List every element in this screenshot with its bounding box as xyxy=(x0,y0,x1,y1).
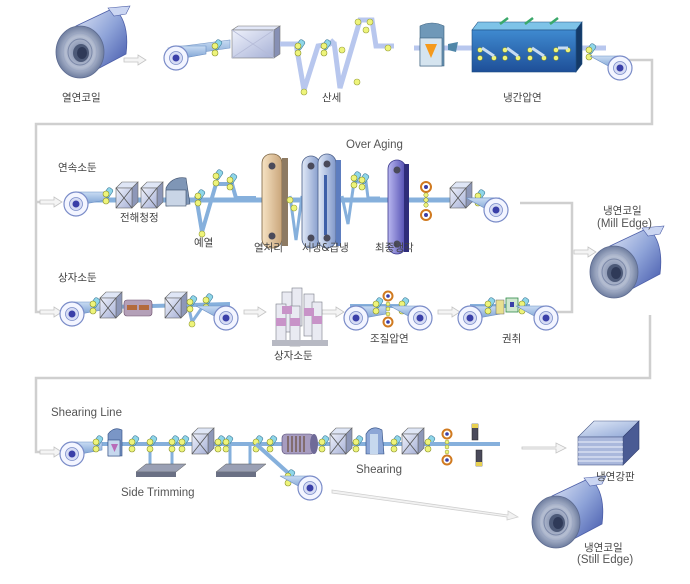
label-over-aging: Over Aging xyxy=(346,139,403,151)
shearing-line xyxy=(59,423,500,501)
slow-rapid-cooling-furnace-icon xyxy=(301,153,341,249)
tension-unit-icon xyxy=(107,428,123,457)
coiling-line xyxy=(457,296,559,331)
arrow-to-sheet xyxy=(521,442,567,454)
label-shearing: Shearing xyxy=(356,464,403,476)
arrow-icon xyxy=(39,446,63,458)
side-trimmer-2-icon xyxy=(215,444,267,477)
leveler-icon xyxy=(281,433,318,455)
label-pickling: 산세 xyxy=(322,92,342,104)
label-hot-rolled-coil: 열연코일 xyxy=(62,92,101,104)
arrow-to-still-edge-coil xyxy=(331,489,520,521)
arrow-icon xyxy=(123,54,147,66)
preheat-hood-icon xyxy=(165,177,191,207)
label-cold-rolled-sheet: 냉연강판 xyxy=(596,471,635,483)
flow-connectors xyxy=(34,58,654,454)
section-label-batch-annealing: 상자소둔 xyxy=(58,272,97,284)
feed-rolls-icon xyxy=(441,428,453,466)
label-mill-edge-coil-line2: (Mill Edge) xyxy=(597,218,652,230)
label-preheating: 예열 xyxy=(194,237,214,249)
label-cold-rolling: 냉간압연 xyxy=(503,92,542,104)
cleaning-tank-icon xyxy=(123,299,153,317)
label-side-trimming: Side Trimming xyxy=(121,487,195,499)
electrolytic-cleaning-box-2 xyxy=(140,181,164,209)
hot-rolled-coil-icon xyxy=(55,5,131,79)
label-still-edge-coil-line2: (Still Edge) xyxy=(577,554,634,566)
arrow-icon xyxy=(321,306,345,318)
arrow-icon xyxy=(39,196,63,208)
final-cooling-furnace-icon xyxy=(387,159,409,255)
arrow-icon xyxy=(437,306,461,318)
electrolytic-cleaning-box-1 xyxy=(115,181,139,209)
mill-edge-coil-icon xyxy=(589,225,665,299)
skin-pass-mill-line xyxy=(343,290,433,331)
heat-treatment-furnace-icon xyxy=(261,153,288,249)
label-slow-rapid-cooling: 서냉&급냉 xyxy=(302,242,349,254)
cold-rolling-mill xyxy=(414,17,633,81)
still-edge-coil-icon xyxy=(531,475,607,549)
arrow-icon xyxy=(39,306,63,318)
arrow-icon xyxy=(573,246,597,258)
shear-hood-icon xyxy=(365,427,385,455)
connector-to-mill-edge xyxy=(520,201,574,314)
arrow-icon xyxy=(243,306,267,318)
label-still-edge-coil-line1: 냉연코일 xyxy=(584,542,623,554)
batch-annealing-prep-line xyxy=(59,291,239,331)
label-skin-pass: 조질압연 xyxy=(370,333,409,345)
label-batch-annealing-furnace: 상자소둔 xyxy=(274,350,313,362)
cold-rolled-sheet-icon xyxy=(577,420,640,466)
tension-unit-icon xyxy=(419,22,445,67)
side-trimmer-1-icon xyxy=(135,444,187,477)
section-label-continuous-annealing: 연속소둔 xyxy=(58,162,97,174)
pickling-line xyxy=(163,17,394,96)
bridle-roll-icon xyxy=(420,181,432,221)
label-electrolytic-cleaning: 전해청정 xyxy=(120,212,159,224)
label-coiling: 권취 xyxy=(502,333,522,345)
label-final-cooling: 최종냉각 xyxy=(375,242,414,254)
pickling-tank-icon xyxy=(231,25,281,59)
shear-blade-icon xyxy=(471,423,483,467)
continuous-annealing-line xyxy=(63,153,509,255)
section-label-shearing-line: Shearing Line xyxy=(51,407,122,419)
label-mill-edge-coil-line1: 냉연코일 xyxy=(603,205,642,217)
tandem-mill-icon xyxy=(471,17,583,73)
label-heat-treatment: 열처리 xyxy=(254,242,283,254)
batch-annealing-furnace-icon xyxy=(272,287,328,347)
connector-row1-to-row2 xyxy=(34,58,654,314)
